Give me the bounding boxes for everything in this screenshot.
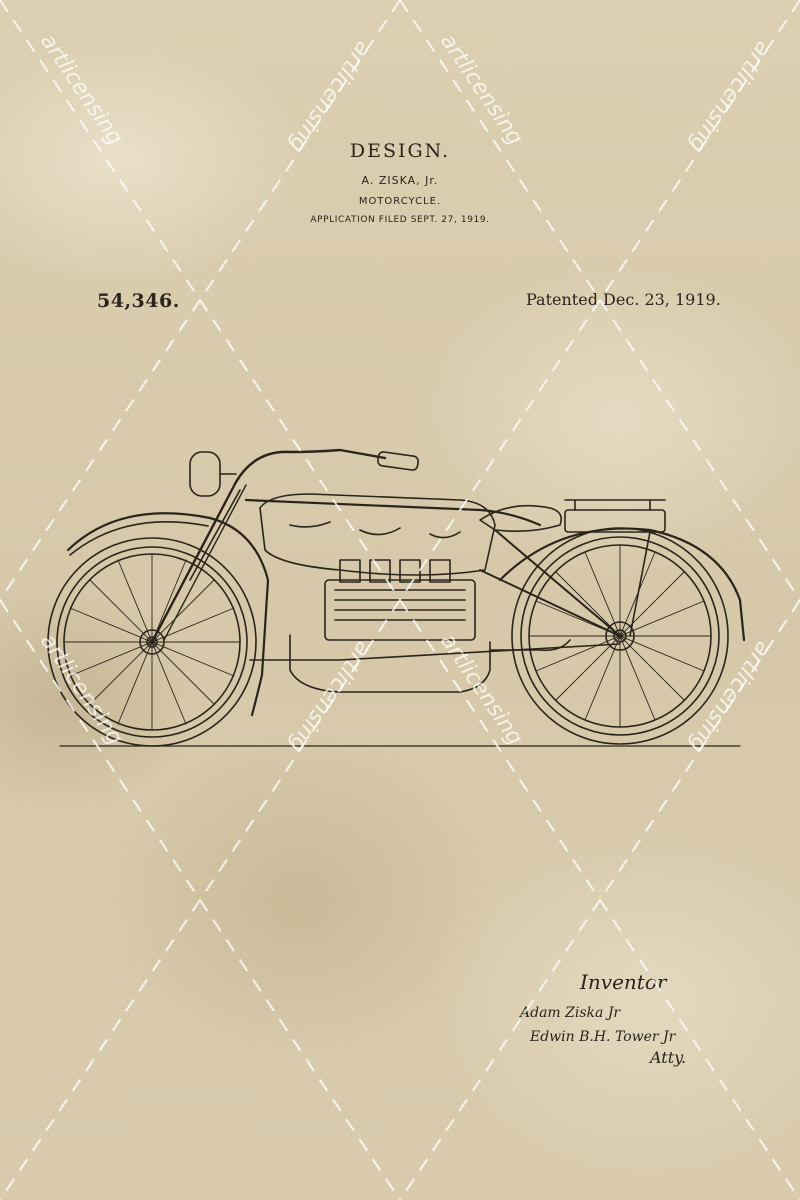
patent-date: Patented Dec. 23, 1919.	[526, 290, 721, 309]
motorcycle-drawing	[47, 448, 746, 747]
design-title: DESIGN.	[349, 140, 451, 162]
signature-attorney-label: Atty.	[648, 1048, 686, 1067]
application-filed-date: APPLICATION FILED SEPT. 27, 1919.	[310, 215, 490, 225]
signature-inventor-name: Adam Ziska Jr	[518, 1005, 621, 1021]
inventor-signature: Inventor Adam Ziska Jr Edwin B.H. Tower …	[518, 970, 686, 1067]
patent-number: 54,346.	[97, 290, 180, 312]
patent-header: DESIGN. A. ZISKA, Jr. MOTORCYCLE. APPLIC…	[200, 140, 600, 225]
patent-subject: MOTORCYCLE.	[358, 196, 442, 207]
engine	[324, 559, 476, 641]
inventor-name: A. ZISKA, Jr.	[361, 174, 439, 187]
signature-attorney-name: Edwin B.H. Tower Jr	[529, 1029, 677, 1045]
signature-heading: Inventor	[579, 970, 668, 994]
